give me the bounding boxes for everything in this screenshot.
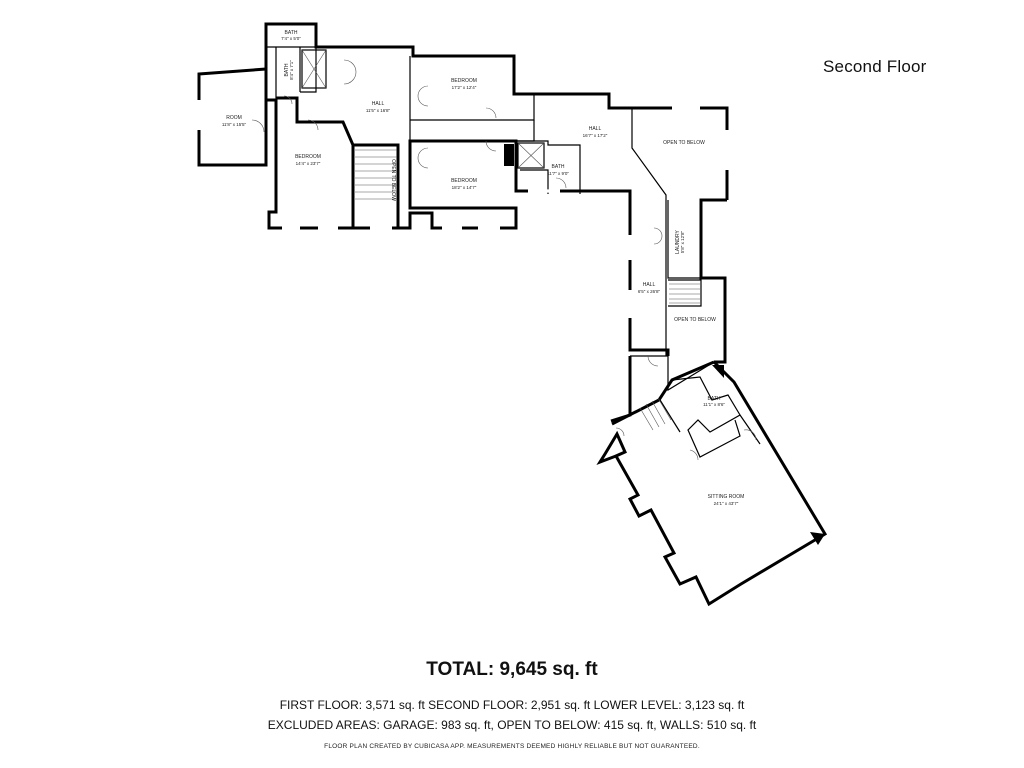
room-dims: 5'8" x 12'8" [680, 231, 685, 254]
room-dims: 18'2" x 14'7" [452, 185, 477, 190]
door-swings [251, 59, 757, 461]
room-name: BEDROOM [451, 178, 477, 184]
room-name: SITTING ROOM [708, 494, 745, 500]
disclaimer: FLOOR PLAN CREATED BY CUBICASA APP. MEAS… [324, 743, 700, 750]
room-name: ROOM [226, 115, 242, 121]
room-name: HALL [589, 126, 602, 132]
exterior-walls [197, 22, 828, 607]
room-name: BEDROOM [295, 154, 321, 160]
room-labels: BATH 7'4" x 5'0" BATH 8'4" x 7'1" ROOM 1… [222, 30, 745, 506]
room-name: OPEN TO BELOW [674, 317, 716, 323]
room-name: HALL [372, 101, 385, 107]
room-name: BATH [285, 30, 298, 36]
room-dims: 8'4" x 7'1" [289, 60, 294, 80]
room-dims: 11'1" x 8'6" [703, 402, 725, 407]
floor-title: Second Floor [823, 57, 927, 76]
total-area: TOTAL: 9,645 sq. ft [426, 659, 598, 680]
floor-areas: FIRST FLOOR: 3,571 sq. ft SECOND FLOOR: … [279, 698, 745, 712]
room-name: BATH [284, 63, 290, 76]
windows [197, 45, 810, 580]
room-dims: 11'7" x 9'0" [547, 171, 569, 176]
shower-fixtures [301, 49, 825, 545]
room-dims: 11'5" x 16'8" [366, 108, 391, 113]
room-name: BATH [708, 396, 721, 402]
room-dims: 7'4" x 5'0" [281, 36, 301, 41]
room-name: OPEN TO BELOW [390, 159, 396, 201]
stair-treads [355, 149, 700, 304]
room-name: HALL [643, 282, 656, 288]
room-name: LAUNDRY [675, 229, 681, 253]
excluded-areas: EXCLUDED AREAS: GARAGE: 983 sq. ft, OPEN… [267, 718, 757, 732]
room-dims: 24'1" x 43'7" [714, 501, 739, 506]
room-name: BATH [552, 164, 565, 170]
room-dims: 17'2" x 12'4" [452, 85, 477, 90]
room-name: OPEN TO BELOW [663, 140, 705, 146]
room-dims: 14'4" x 23'7" [296, 161, 321, 166]
room-dims: 6'5" x 26'8" [638, 289, 661, 294]
room-dims: 16'7" x 17'2" [583, 133, 608, 138]
room-dims: 11'8" x 15'5" [222, 122, 247, 127]
room-name: BEDROOM [451, 78, 477, 84]
